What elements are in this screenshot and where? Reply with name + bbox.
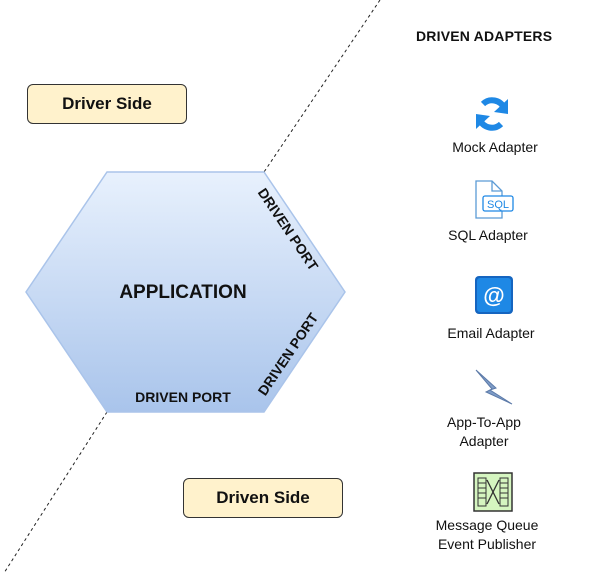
- boundary-line-bottom: [3, 411, 108, 574]
- email-icon-text: @: [483, 283, 504, 308]
- refresh-icon: [473, 95, 511, 133]
- application-hexagon: [25, 171, 346, 413]
- sql-icon-text: SQL: [487, 199, 509, 211]
- mock-adapter-label: Mock Adapter: [452, 139, 538, 155]
- driven-port-bottom: DRIVEN PORT: [135, 389, 231, 405]
- message-queue-icon: [473, 472, 513, 512]
- email-adapter-label: Email Adapter: [447, 325, 535, 341]
- driver-side-box: Driver Side: [27, 84, 187, 124]
- application-label: APPLICATION: [119, 282, 246, 303]
- driven-adapters-heading: DRIVEN ADAPTERS: [416, 28, 553, 44]
- sql-adapter-label: SQL Adapter: [448, 227, 528, 243]
- app-to-app-label-line1: App-To-App: [447, 414, 521, 430]
- message-queue-label-line1: Message Queue: [435, 517, 539, 533]
- boundary-line-top: [263, 0, 381, 173]
- driven-side-box: Driven Side: [183, 478, 343, 518]
- driver-side-label: Driver Side: [62, 94, 152, 113]
- lightning-icon: [474, 368, 514, 408]
- sql-file-icon: SQL: [474, 180, 514, 220]
- message-queue-label: Message Queue Event Publisher: [407, 516, 567, 554]
- app-to-app-adapter-label: App-To-App Adapter: [404, 413, 564, 451]
- driven-side-label: Driven Side: [216, 488, 310, 507]
- email-icon: @: [474, 275, 514, 315]
- message-queue-label-line2: Event Publisher: [437, 536, 537, 552]
- app-to-app-label-line2: Adapter: [459, 433, 509, 449]
